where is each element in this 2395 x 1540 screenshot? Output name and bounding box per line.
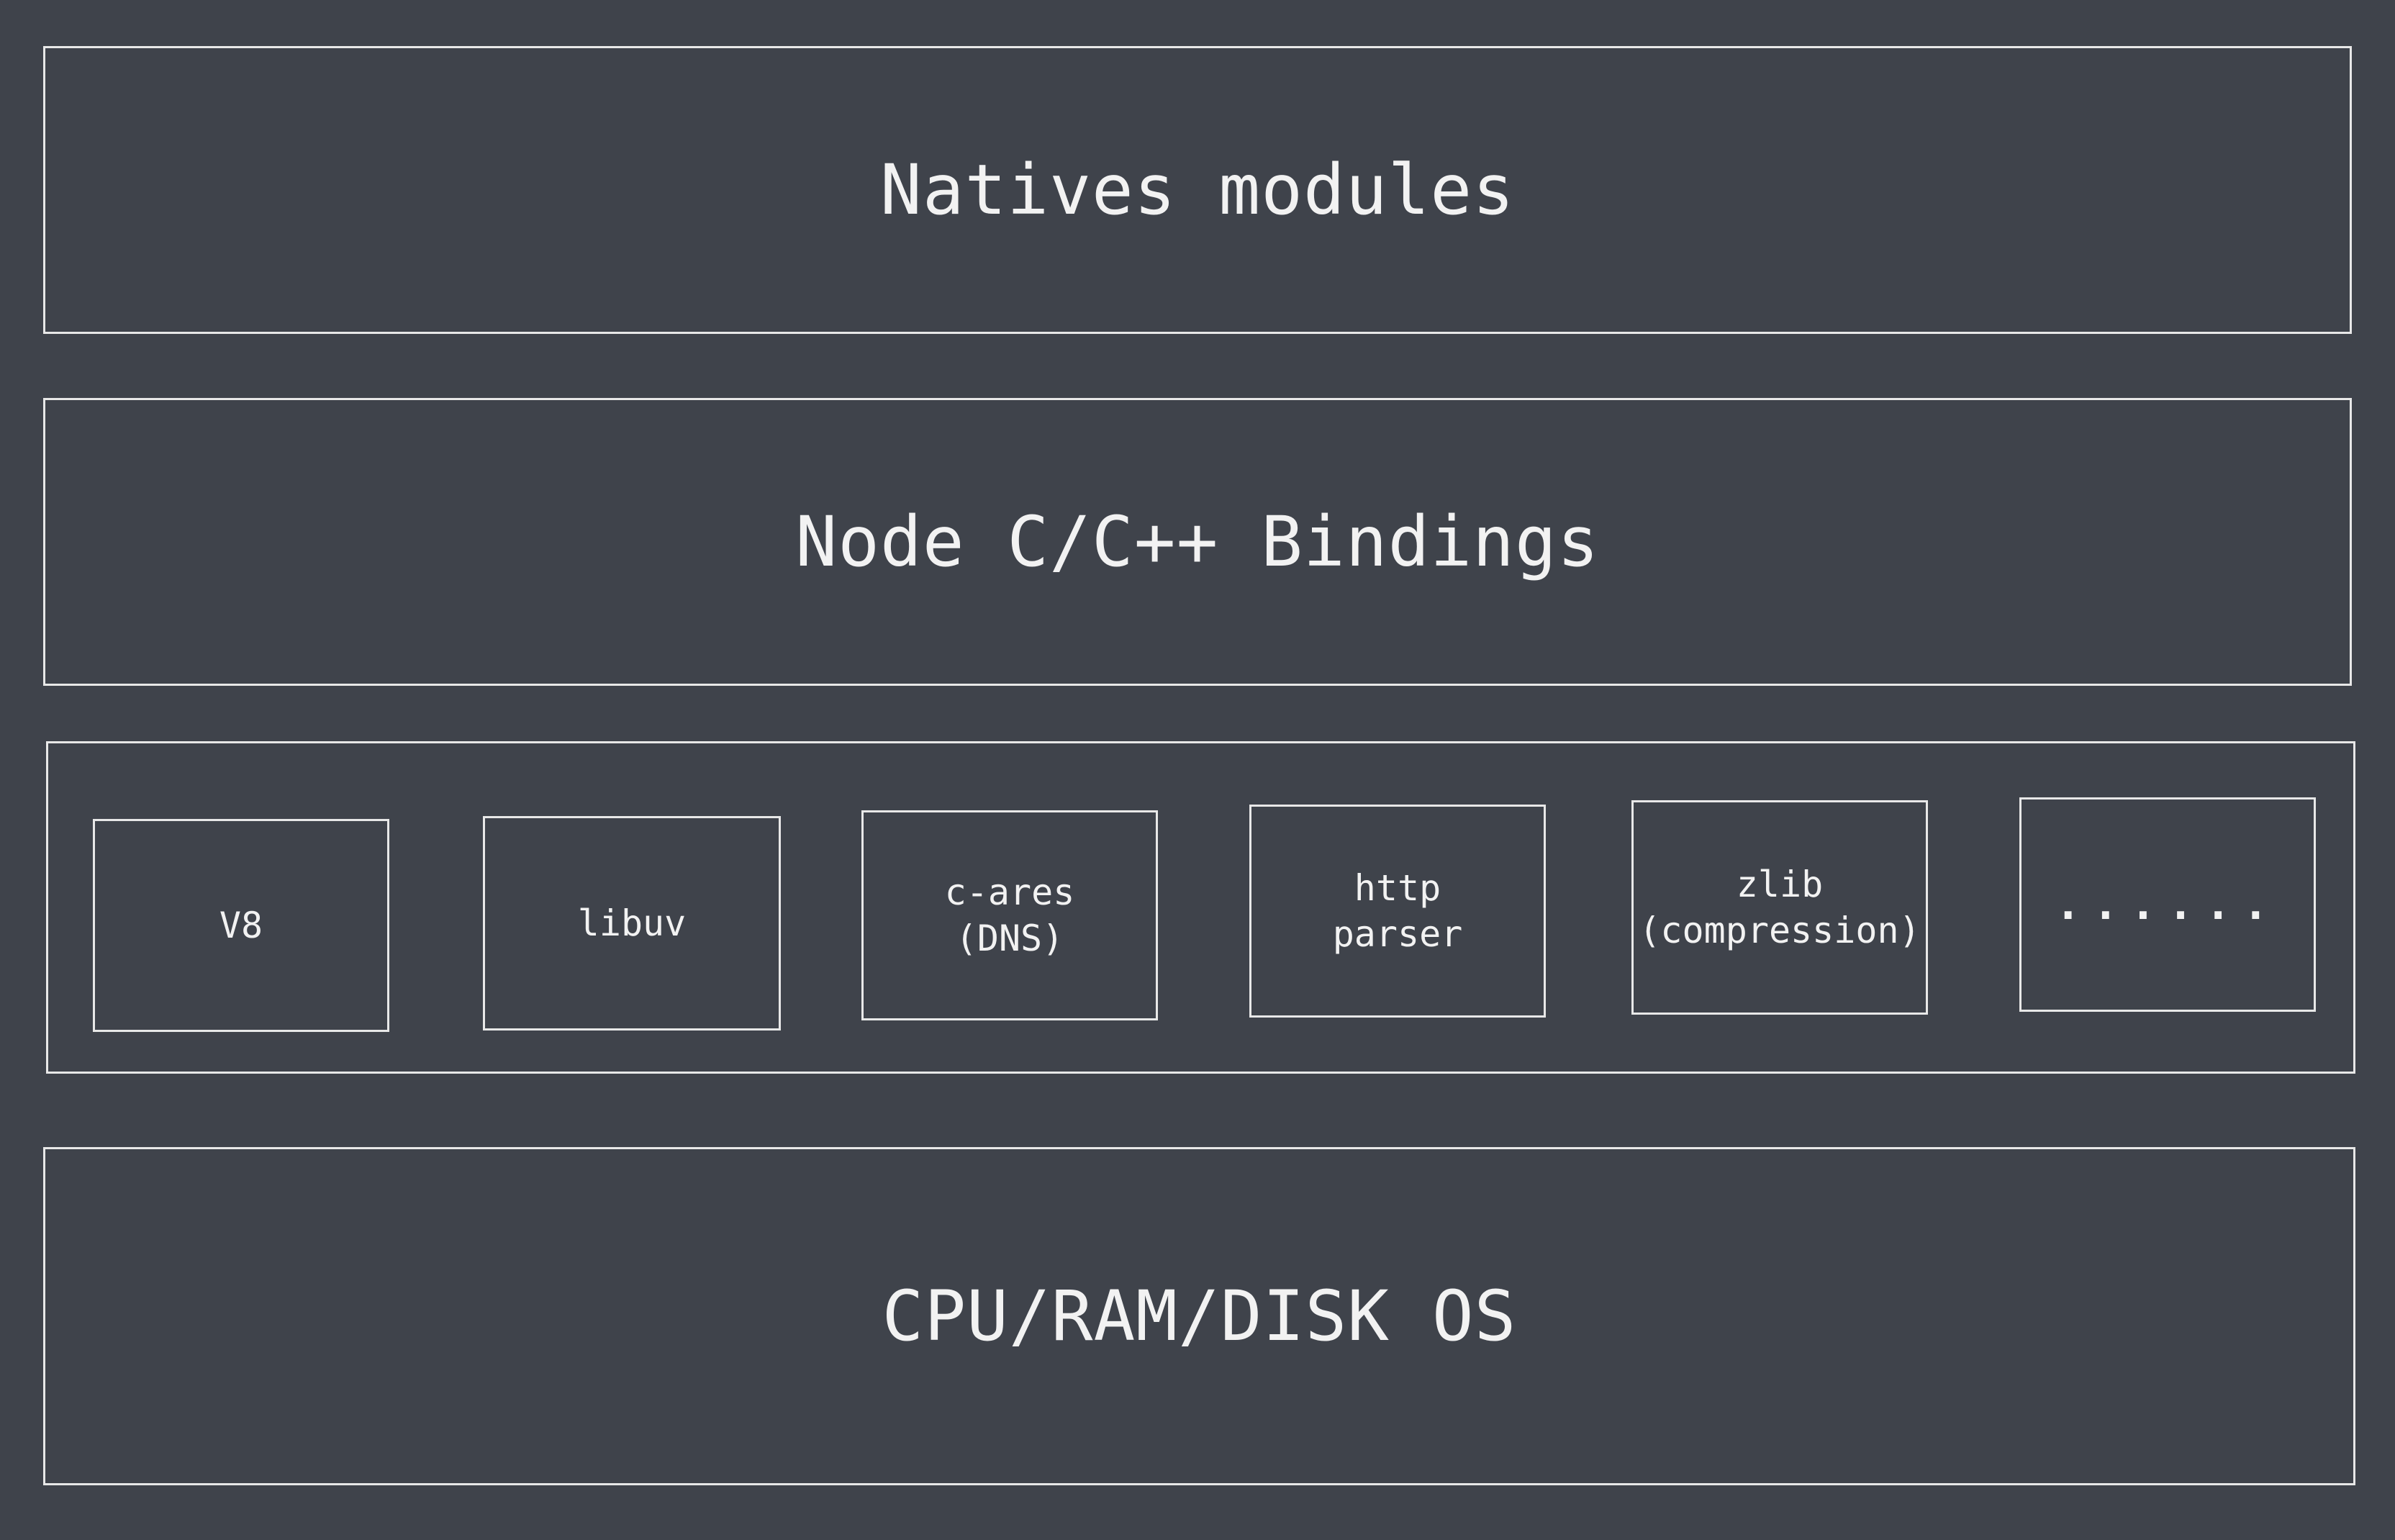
dep-label: http parser xyxy=(1332,867,1463,955)
dep-label: ...... xyxy=(2055,879,2281,930)
dep-http-parser: http parser xyxy=(1249,805,1546,1018)
layer-label: Natives modules xyxy=(880,150,1515,230)
dep-more: ...... xyxy=(2019,797,2316,1012)
dep-libuv: libuv xyxy=(483,816,781,1031)
layer-dependencies xyxy=(46,741,2355,1074)
dep-label: zlib (compression) xyxy=(1639,864,1921,951)
layer-os: CPU/RAM/DISK OS xyxy=(43,1147,2355,1485)
layer-label: Node C/C++ Bindings xyxy=(795,502,1600,582)
dep-label: V8 xyxy=(219,905,263,946)
dep-label: libuv xyxy=(577,902,687,944)
layer-node-bindings: Node C/C++ Bindings xyxy=(43,398,2352,686)
layer-natives-modules: Natives modules xyxy=(43,46,2352,334)
dep-zlib: zlib (compression) xyxy=(1631,800,1928,1015)
layer-label: CPU/RAM/DISK OS xyxy=(882,1276,1517,1356)
dep-label: c-ares (DNS) xyxy=(944,871,1075,959)
dep-c-ares: c-ares (DNS) xyxy=(861,810,1158,1020)
dep-v8: V8 xyxy=(93,819,389,1032)
